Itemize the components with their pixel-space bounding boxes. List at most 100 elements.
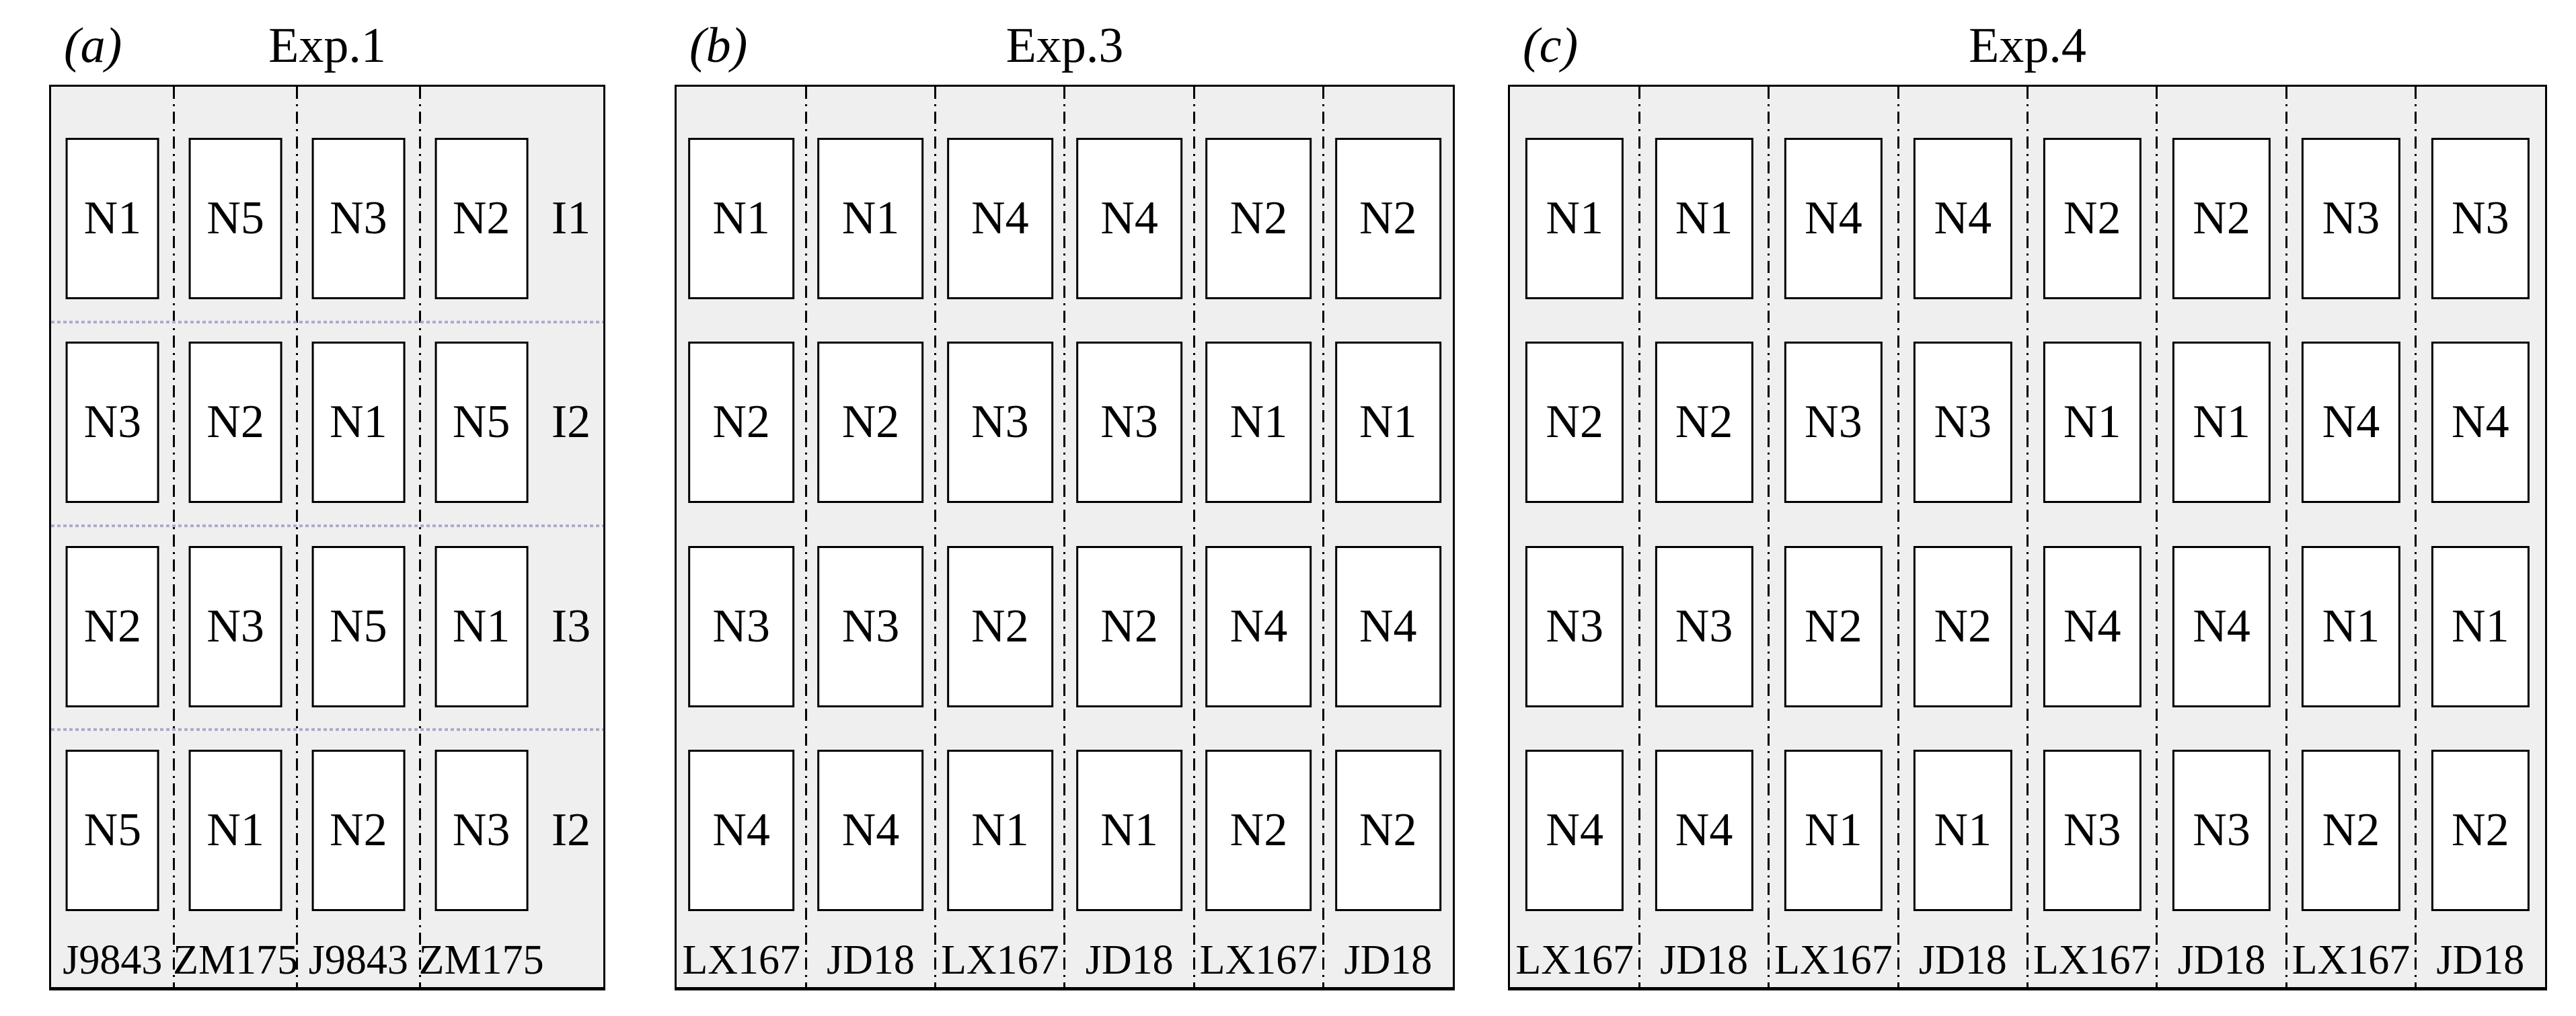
nitrogen-treatment-label: N5	[452, 396, 510, 448]
plot-cell: N2	[311, 750, 406, 911]
nitrogen-treatment-label: N3	[2193, 804, 2250, 856]
plot-cell: N3	[1914, 342, 2012, 503]
plot-cell: N1	[2172, 342, 2271, 503]
plot-cell: N4	[2172, 546, 2271, 707]
plot-cell: N3	[1784, 342, 1883, 503]
plot-cell: N2	[1205, 138, 1312, 299]
plot-cell: N3	[1525, 546, 1624, 707]
nitrogen-treatment-label: N2	[452, 192, 510, 244]
plot-cell: N4	[1076, 138, 1182, 299]
plot-cell: N4	[2043, 546, 2142, 707]
nitrogen-treatment-label: N1	[452, 600, 510, 652]
nitrogen-treatment-label: N4	[1546, 804, 1603, 856]
plot-cell: N1	[1076, 750, 1182, 911]
plot-cell: N5	[188, 138, 282, 299]
nitrogen-treatment-label: N1	[1934, 804, 1992, 856]
nitrogen-treatment-label: N1	[2452, 600, 2509, 652]
row-separator-line	[51, 524, 603, 527]
cultivar-label: LX167	[940, 937, 1059, 983]
plot-cell: N1	[1655, 138, 1753, 299]
plot-cell: N3	[1655, 546, 1753, 707]
plot-cell: N1	[311, 342, 406, 503]
nitrogen-treatment-label: N2	[1359, 804, 1417, 856]
cultivar-label: JD18	[2177, 937, 2266, 983]
plot-cell: N2	[65, 546, 159, 707]
nitrogen-treatment-label: N3	[1934, 396, 1992, 448]
cultivar-label: JD18	[1918, 937, 2007, 983]
nitrogen-treatment-label: N3	[1805, 396, 1862, 448]
nitrogen-treatment-label: N2	[330, 804, 387, 856]
cultivar-label: J9843	[308, 937, 408, 983]
nitrogen-treatment-label: N4	[2193, 600, 2250, 652]
plot-cell: N2	[1334, 138, 1441, 299]
nitrogen-treatment-label: N2	[2322, 804, 2380, 856]
nitrogen-treatment-label: N1	[83, 192, 142, 244]
nitrogen-treatment-label: N3	[1675, 600, 1733, 652]
panel-header: (a) Exp.1	[49, 15, 605, 77]
nitrogen-treatment-label: N2	[2193, 192, 2250, 244]
nitrogen-treatment-label: N2	[1229, 192, 1288, 244]
plot-cell: N3	[946, 342, 1053, 503]
nitrogen-treatment-label: N1	[1229, 396, 1288, 448]
nitrogen-treatment-label: N3	[206, 600, 264, 652]
cultivar-label: LX167	[2033, 937, 2152, 983]
nitrogen-treatment-label: N3	[1546, 600, 1603, 652]
nitrogen-treatment-label: N2	[2063, 192, 2121, 244]
plot-cell: N2	[1334, 750, 1441, 911]
nitrogen-treatment-label: N1	[1359, 396, 1417, 448]
plot-cell: N1	[434, 546, 529, 707]
nitrogen-treatment-label: N4	[971, 192, 1029, 244]
plot-cell: N4	[817, 750, 924, 911]
nitrogen-treatment-label: N4	[1805, 192, 1862, 244]
nitrogen-treatment-label: N2	[1934, 600, 1992, 652]
cultivar-label: ZM175	[173, 937, 299, 983]
panel-title: Exp.3	[1006, 18, 1124, 73]
irrigation-level-label: I2	[551, 804, 591, 856]
nitrogen-treatment-label: N1	[2063, 396, 2121, 448]
cultivar-label: J9843	[63, 937, 163, 983]
plot-cell: N4	[1655, 750, 1753, 911]
plot-cell: N3	[311, 138, 406, 299]
irrigation-level-label: I2	[551, 396, 591, 448]
nitrogen-treatment-label: N1	[2322, 600, 2380, 652]
plot-cell: N3	[65, 342, 159, 503]
nitrogen-treatment-label: N3	[2322, 192, 2380, 244]
nitrogen-treatment-label: N2	[1546, 396, 1603, 448]
plot-cell: N3	[2431, 138, 2530, 299]
nitrogen-treatment-label: N3	[2063, 804, 2121, 856]
plot-cell: N5	[65, 750, 159, 911]
cultivar-label: LX167	[1515, 937, 1634, 983]
plot-cell: N2	[817, 342, 924, 503]
plot-cell: N1	[688, 138, 795, 299]
nitrogen-treatment-label: N2	[2452, 804, 2509, 856]
plot-cell: N3	[188, 546, 282, 707]
row-separator-line	[51, 728, 603, 731]
cultivar-label: LX167	[1199, 937, 1318, 983]
nitrogen-treatment-label: N5	[330, 600, 387, 652]
cultivar-label: JD18	[2436, 937, 2525, 983]
cultivar-label: LX167	[2291, 937, 2411, 983]
plot-cell: N1	[2043, 342, 2142, 503]
cultivar-label: LX167	[1774, 937, 1893, 983]
panel-letter: (a)	[64, 18, 122, 73]
plot-cell: N4	[946, 138, 1053, 299]
plot-cell: N1	[65, 138, 159, 299]
